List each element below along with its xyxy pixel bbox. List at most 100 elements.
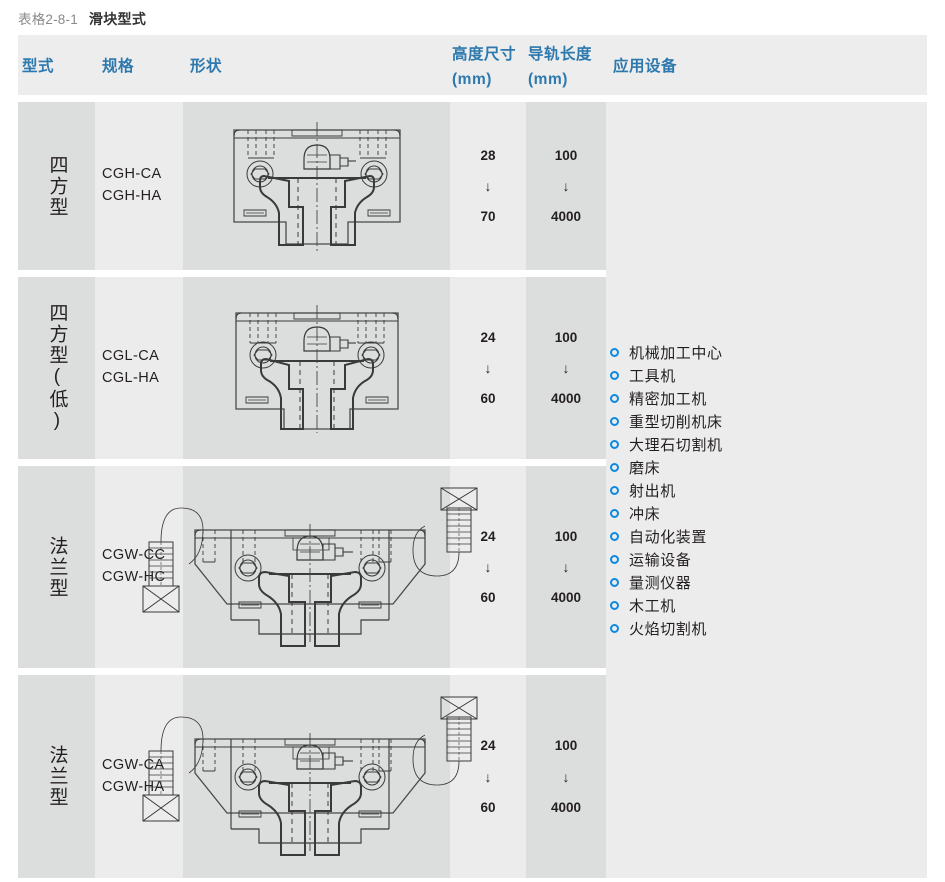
application-label: 射出机: [629, 482, 676, 500]
row-length-arrow: ↓: [562, 768, 570, 785]
ring-bullet-icon: [610, 416, 619, 426]
table-header: 型式 规格 形状 高度尺寸 (mm) 导轨长度 (mm) 应用设备: [18, 35, 927, 95]
header-applications: 应用设备: [606, 35, 927, 95]
list-item: 自动化装置: [606, 525, 927, 548]
row-length-max: 4000: [550, 391, 582, 406]
row-height-cell: 24 ↓ 60: [450, 466, 526, 668]
application-label: 量测仪器: [629, 574, 692, 592]
caption-title: 滑块型式: [88, 11, 147, 27]
header-length: 导轨长度 (mm): [526, 35, 606, 95]
header-height-unit: (mm): [452, 70, 492, 88]
row-height-arrow: ↓: [484, 768, 492, 785]
row-shape-cell: [142, 466, 478, 668]
row-length-min: 100: [554, 147, 578, 163]
table-caption: 表格2-8-1 滑块型式: [18, 8, 146, 29]
header-length-unit: (mm): [528, 70, 568, 88]
row-height-max: 60: [480, 799, 496, 815]
ring-bullet-icon: [610, 600, 619, 610]
row-length-arrow: ↓: [562, 178, 570, 194]
list-item: 磨床: [606, 456, 927, 479]
row-height-min: 28: [480, 147, 496, 163]
application-label: 冲床: [629, 505, 661, 523]
application-label: 工具机: [629, 367, 676, 385]
application-label: 火焰切割机: [629, 620, 708, 638]
row-height-cell: 24 ↓ 60: [450, 675, 526, 878]
header-spec-label: 规格: [102, 58, 135, 75]
list-item: 机械加工中心: [606, 341, 927, 364]
row-length-max: 4000: [550, 209, 582, 224]
square-block-drawing: [232, 121, 401, 252]
application-label: 重型切削机床: [629, 413, 723, 431]
row-gap: [18, 270, 927, 277]
applications-list: 机械加工中心 工具机 精密加工机 重型切削机床 大理石切割机 磨床 射出机 冲床…: [606, 341, 927, 640]
header-type-label: 型式: [22, 58, 55, 75]
row-length-min: 100: [554, 738, 578, 753]
row-spec-line1: CGL-CA: [102, 348, 160, 365]
caption-number: 表格2-8-1: [18, 12, 78, 27]
row-length-cell: 100 ↓ 4000: [526, 466, 606, 668]
row-length-arrow: ↓: [562, 360, 570, 376]
header-spec: 规格: [95, 35, 183, 95]
row-length-max: 4000: [550, 799, 582, 815]
row-spec-line1: CGW-CA: [102, 756, 165, 773]
row-height-max: 60: [480, 590, 496, 605]
ring-bullet-icon: [610, 485, 619, 495]
header-shape: 形状: [183, 35, 450, 95]
row-height-min: 24: [480, 528, 496, 544]
row-type-cell: 法兰型: [18, 675, 95, 878]
ring-bullet-icon: [610, 439, 619, 449]
row-length-cell: 100 ↓ 4000: [526, 277, 606, 459]
row-height-min: 24: [480, 738, 496, 753]
header-applications-label: 应用设备: [613, 58, 678, 75]
list-item: 大理石切割机: [606, 433, 927, 456]
header-length-label: 导轨长度: [528, 45, 593, 63]
application-label: 木工机: [629, 597, 676, 615]
row-height-cell: 24 ↓ 60: [450, 277, 526, 459]
row-type-label: 四方型(低): [46, 303, 68, 433]
row-type-cell: 四方型(低): [18, 277, 95, 459]
ring-bullet-icon: [610, 554, 619, 564]
row-gap: [18, 95, 927, 102]
row-shape-cell: [183, 277, 450, 459]
table-row: 法兰型 CGW-CA CGW-HA: [18, 675, 927, 878]
row-type-label: 法兰型: [46, 745, 68, 808]
row-height-cell: 28 ↓ 70: [450, 102, 526, 270]
list-item: 精密加工机: [606, 387, 927, 410]
application-label: 大理石切割机: [629, 436, 723, 454]
application-label: 磨床: [629, 459, 661, 477]
row-spec-line1: CGH-CA: [102, 166, 162, 183]
square-low-block-drawing: [234, 305, 399, 433]
application-label: 运输设备: [629, 551, 692, 569]
row-height-min: 24: [480, 329, 496, 345]
row-gap: [18, 459, 927, 466]
ring-bullet-icon: [610, 347, 619, 357]
row-length-arrow: ↓: [562, 559, 570, 575]
list-item: 量测仪器: [606, 571, 927, 594]
row-height-max: 60: [480, 391, 496, 406]
row-spec-line2: CGL-HA: [102, 370, 160, 386]
row-spec-line2: CGH-HA: [102, 188, 162, 204]
row-height-max: 70: [480, 209, 496, 224]
header-type: 型式: [18, 35, 95, 95]
application-label: 自动化装置: [629, 528, 708, 546]
header-height: 高度尺寸 (mm): [450, 35, 526, 95]
flange-block-drawing: [142, 696, 478, 856]
table-row: 法兰型 CGW-CC CGW-HC: [18, 466, 927, 668]
row-type-cell: 法兰型: [18, 466, 95, 668]
slider-type-table: 型式 规格 形状 高度尺寸 (mm) 导轨长度 (mm) 应用设备: [18, 35, 927, 878]
list-item: 冲床: [606, 502, 927, 525]
ring-bullet-icon: [610, 393, 619, 403]
row-shape-cell: [183, 102, 450, 270]
ring-bullet-icon: [610, 370, 619, 380]
row-type-label: 法兰型: [46, 535, 68, 599]
row-type-label: 四方型: [46, 154, 68, 218]
row-height-arrow: ↓: [484, 360, 492, 376]
header-height-label: 高度尺寸: [452, 45, 517, 63]
row-length-cell: 100 ↓ 4000: [526, 675, 606, 878]
row-height-arrow: ↓: [484, 559, 492, 575]
list-item: 木工机: [606, 594, 927, 617]
list-item: 重型切削机床: [606, 410, 927, 433]
ring-bullet-icon: [610, 462, 619, 472]
table-row: 四方型 CGH-CA CGH-HA: [18, 102, 927, 878]
